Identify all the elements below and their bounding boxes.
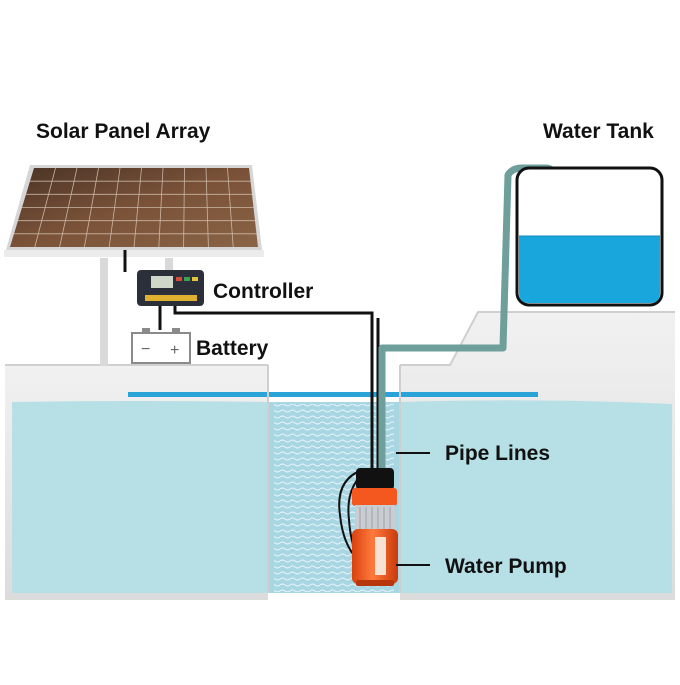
label-water-tank: Water Tank [543, 120, 654, 143]
panel-cell-column-line [205, 167, 209, 248]
label-controller: Controller [213, 280, 314, 303]
cables [123, 250, 380, 480]
label-water-pump: Water Pump [445, 555, 567, 578]
callout-leaders [396, 452, 430, 566]
panel-cell-column-line [133, 167, 142, 248]
panel-cell-column-line [34, 167, 56, 248]
battery-negative-sign: − [141, 341, 150, 358]
label-battery: Battery [196, 337, 269, 360]
water-tank [515, 166, 664, 307]
tank-water [519, 236, 660, 303]
label-pipe-lines: Pipe Lines [445, 442, 551, 465]
panel-cell-column-line [108, 167, 121, 248]
pump-intake-screen [355, 505, 395, 531]
water-body [12, 392, 672, 593]
panel-cell-column-line [59, 167, 78, 248]
battery: − + [131, 328, 191, 364]
panel-cell-column-line [183, 167, 185, 248]
solar-panel-stand [100, 258, 173, 366]
controller-terminals [145, 295, 197, 301]
pump-label-plate [375, 537, 386, 575]
panel-cell-column-line [227, 167, 234, 248]
battery-positive-sign: + [170, 342, 179, 359]
controller-display [151, 276, 173, 288]
panel-cell-column-line [84, 167, 99, 248]
label-solar-panel-array: Solar Panel Array [36, 120, 211, 143]
water-surface-line [128, 392, 538, 397]
water-pump [338, 468, 398, 586]
charge-controller [137, 270, 204, 306]
solar-panel [4, 165, 264, 257]
panel-cell-column-line [158, 167, 164, 248]
pump-cable-head [356, 468, 394, 490]
